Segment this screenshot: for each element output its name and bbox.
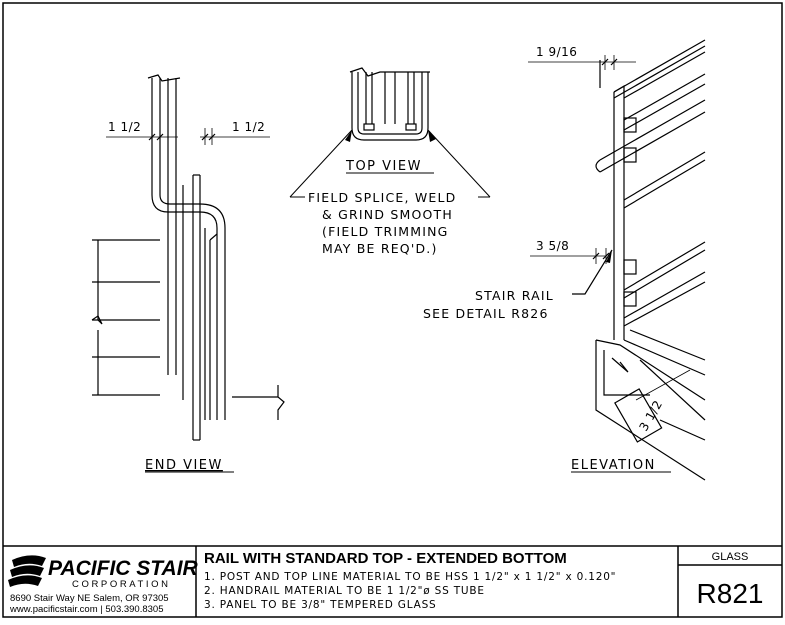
end-view-dim-left: 1 1/2 bbox=[108, 120, 141, 134]
pacific-stair-logo-icon bbox=[8, 555, 46, 587]
note-1: 1. POST AND TOP LINE MATERIAL TO BE HSS … bbox=[204, 571, 616, 583]
stair-rail-callout-2: SEE DETAIL R826 bbox=[423, 306, 549, 321]
stair-rail-callout-1: STAIR RAIL bbox=[475, 288, 554, 303]
elevation-label: ELEVATION bbox=[571, 458, 656, 473]
title-block bbox=[3, 545, 782, 617]
note-3: 3. PANEL TO BE 3/8" TEMPERED GLASS bbox=[204, 599, 437, 611]
detail-code: R821 bbox=[697, 578, 764, 609]
company-contact: www.pacificstair.com | 503.390.8305 bbox=[9, 604, 164, 615]
top-view-label: TOP VIEW bbox=[345, 159, 422, 174]
top-view-arrow-left bbox=[345, 130, 352, 142]
top-view-note-3: (FIELD TRIMMING bbox=[322, 224, 449, 239]
top-view bbox=[289, 67, 491, 198]
category-label: GLASS bbox=[712, 551, 749, 563]
company-address: 8690 Stair Way NE Salem, OR 97305 bbox=[10, 593, 169, 604]
end-view bbox=[91, 74, 285, 441]
stair-rail-arrow bbox=[606, 250, 612, 263]
elevation-view bbox=[528, 39, 706, 481]
end-view-label: END VIEW bbox=[145, 458, 223, 473]
top-view-arrow-right bbox=[428, 130, 436, 142]
top-view-note-2: & GRIND SMOOTH bbox=[322, 207, 453, 222]
drawing-title: RAIL WITH STANDARD TOP - EXTENDED BOTTOM bbox=[204, 550, 567, 567]
elevation-dim-top: 1 9/16 bbox=[536, 45, 577, 59]
note-2: 2. HANDRAIL MATERIAL TO BE 1 1/2"ø SS TU… bbox=[204, 585, 485, 597]
end-view-dim-right: 1 1/2 bbox=[232, 120, 265, 134]
company-corporation: CORPORATION bbox=[72, 579, 171, 590]
elevation-dim-mid: 3 5/8 bbox=[536, 239, 569, 253]
company-name: PACIFIC STAIR bbox=[48, 557, 199, 580]
top-view-note-1: FIELD SPLICE, WELD bbox=[308, 190, 456, 205]
top-view-note-4: MAY BE REQ'D.) bbox=[322, 241, 438, 256]
